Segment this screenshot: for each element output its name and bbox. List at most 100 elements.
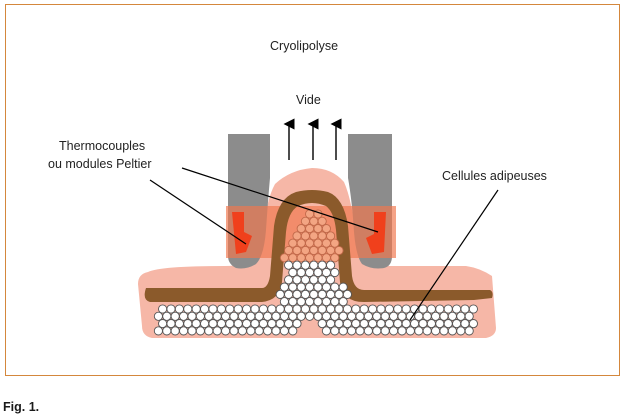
fat-cell [380,311,390,321]
fat-cell [355,326,365,336]
fat-cell [288,267,298,278]
fat-cell [296,282,306,292]
cooled-fat-cell [300,245,310,256]
cooled-fat-cell [288,238,298,248]
fat-cell [338,326,348,336]
fat-cell [351,319,361,329]
fat-cell [305,282,315,292]
cooled-fat-cell [305,224,315,234]
fat-cell [456,311,466,321]
fat-cell [418,304,428,314]
fat-cell [233,304,243,314]
fat-cell [384,304,394,314]
fat-cell [288,297,298,307]
fat-cell [468,319,478,329]
fat-cell [363,311,373,321]
cooled-fat-cell [284,245,294,256]
fat-cell [317,319,327,329]
fat-cell [447,326,457,336]
cooled-fat-cell [317,216,327,226]
fat-cell [309,304,319,314]
fat-cell [309,260,319,270]
fat-cell [254,311,264,321]
fat-cell [254,326,264,336]
fat-cell [284,289,294,299]
cooled-fat-cell [309,216,319,226]
fat-cell [162,326,172,336]
fat-cell [309,275,319,285]
fat-cell [439,311,449,321]
fat-cells-label: Cellules adipeuses [442,169,547,183]
fat-cell [284,275,294,285]
fat-cell [368,304,378,314]
fat-cell [452,304,462,314]
fat-cell [275,319,285,329]
fat-cell [401,319,411,329]
fat-cell [372,311,382,321]
fat-cell [200,319,210,329]
fat-cell [170,326,180,336]
fat-cell [326,275,336,285]
fat-cell [300,289,310,299]
cooled-fat-cell [309,231,319,241]
fat-cell [460,304,470,314]
fat-cell [170,311,180,321]
fat-cell [330,311,340,321]
fat-cell [284,260,294,270]
thermocouples-leader-right [181,167,379,233]
fat-cell [376,319,386,329]
fat-cell [414,311,424,321]
fat-cells [153,260,478,336]
fat-cell [166,304,176,314]
fat-cell [216,304,226,314]
fat-cell [204,326,214,336]
fat-cell [275,304,285,314]
fat-cell [208,304,218,314]
fat-cell [426,319,436,329]
fat-cell [305,267,315,278]
fat-cell [401,304,411,314]
fat-cell [435,304,445,314]
fat-cell [237,326,247,336]
fat-cell [317,289,327,299]
fat-cell [279,311,289,321]
fat-cell [271,326,281,336]
cooled-fat-cell [292,231,302,241]
fat-cell [174,304,184,314]
cooled-fat-cell [330,238,340,248]
fat-cell [271,311,281,321]
fat-cell [443,319,453,329]
peltier-module-right [366,212,386,254]
fat-cell [435,319,445,329]
fat-cell [359,319,369,329]
fat-cell [229,326,239,336]
fat-cell [389,326,399,336]
fat-cell [426,304,436,314]
cooled-fat-cell [309,245,319,256]
cooled-fat-cells [279,209,344,263]
fat-cell [330,267,340,278]
fat-cell [242,319,252,329]
muscle-band [144,190,493,302]
fat-cell [233,319,243,329]
fat-cell [422,326,432,336]
fat-cell [179,311,189,321]
cooled-fat-cell [330,253,340,263]
fat-cell [321,282,331,292]
fat-cell [330,282,340,292]
fat-cell [447,311,457,321]
cooled-fat-cell [321,224,331,234]
fat-cell [321,297,331,307]
fat-cell [275,289,285,299]
fat-cell [246,311,256,321]
fat-cell [258,319,268,329]
fat-cell [212,326,222,336]
fat-cell [468,304,478,314]
fat-cell [342,304,352,314]
fat-cell [279,297,289,307]
fat-cell [296,267,306,278]
fat-cell [363,326,373,336]
cooled-fat-cell [305,253,315,263]
thermocouples-label: Thermocouples [59,139,146,153]
